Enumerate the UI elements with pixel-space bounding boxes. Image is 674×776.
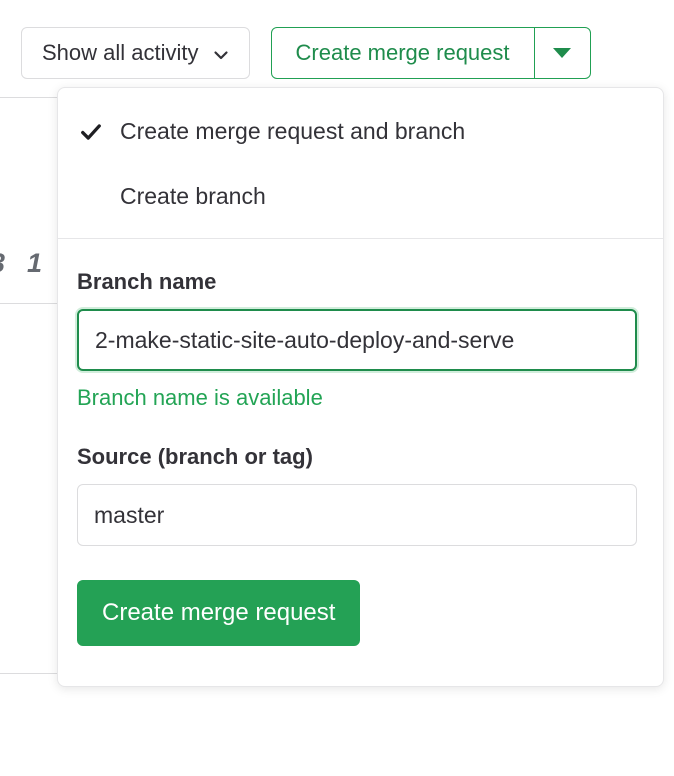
create-merge-request-split-button: Create merge request	[270, 27, 591, 79]
background-counter-right: 1	[27, 248, 43, 278]
check-icon	[80, 121, 120, 143]
branch-name-label: Branch name	[77, 269, 217, 294]
create-merge-request-dropdown-panel: Create merge request and branch Create b…	[57, 87, 664, 688]
create-merge-request-dropdown-toggle[interactable]	[533, 28, 590, 78]
background-counter-left: 3	[0, 248, 5, 279]
dropdown-item-create-merge-request-and-branch[interactable]: Create merge request and branch	[58, 110, 663, 153]
submit-create-merge-request-button[interactable]: Create merge request	[77, 580, 361, 647]
branch-name-availability-hint: Branch name is available	[77, 385, 323, 411]
branch-name-input[interactable]	[77, 309, 637, 372]
create-merge-request-button[interactable]: Create merge request	[272, 28, 534, 78]
background-counter-row: 3 1	[0, 248, 70, 279]
toolbar: Show all activity Create merge request	[21, 27, 591, 79]
show-all-activity-label: Show all activity	[42, 40, 199, 65]
dropdown-item-create-branch[interactable]: Create branch	[58, 175, 663, 218]
dropdown-options-list: Create merge request and branch Create b…	[58, 88, 663, 239]
background-column-edge	[0, 97, 1, 673]
dropdown-item-label: Create branch	[120, 183, 266, 209]
create-branch-form: Branch name Branch name is available Sou…	[58, 239, 663, 647]
source-label: Source (branch or tag)	[77, 443, 313, 469]
source-branch-input[interactable]	[77, 484, 637, 547]
show-all-activity-button[interactable]: Show all activity	[21, 27, 250, 79]
chevron-down-icon	[213, 45, 229, 61]
caret-down-icon	[553, 48, 572, 58]
dropdown-item-label: Create merge request and branch	[120, 118, 466, 144]
